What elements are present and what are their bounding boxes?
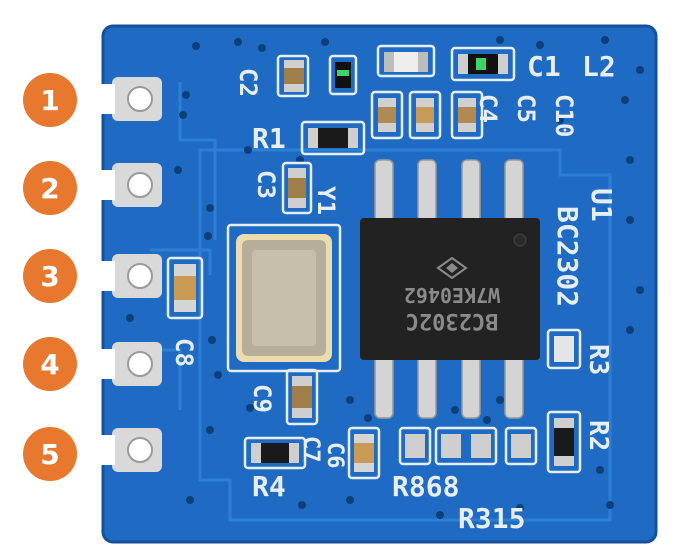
pin-badge-1: 1 <box>23 73 77 127</box>
label-c7: C7 <box>298 436 323 463</box>
edge-pin-2 <box>101 163 162 207</box>
pin-badge-4: 4 <box>23 337 77 391</box>
pin-badge-2: 2 <box>23 161 77 215</box>
label-c1: C1 <box>527 50 561 83</box>
label-r3: R3 <box>583 344 613 375</box>
label-l2: L2 <box>582 50 616 83</box>
edge-pins <box>101 77 162 472</box>
label-r2: R2 <box>583 420 613 451</box>
chip-marking-line1: BC2302C <box>406 308 499 333</box>
label-r315: R315 <box>458 502 525 535</box>
pin-badges: 1 2 3 4 5 <box>23 73 77 481</box>
chip-marking-line2: W7KE0462 <box>404 283 500 307</box>
edge-pin-5 <box>101 428 162 472</box>
chip-logo <box>436 256 468 280</box>
pin-badge-number: 2 <box>40 172 59 205</box>
silkscreen-labels: C2 C1 L2 R1 C4 C5 C10 C3 Y1 U1 BC2302 C8… <box>170 50 618 535</box>
silkscreen-outlines <box>166 44 582 480</box>
smd-components <box>174 52 574 472</box>
label-c5: C5 <box>512 94 540 123</box>
label-c9: C9 <box>248 384 276 413</box>
label-bc2302: BC2302 <box>551 206 584 307</box>
chip-legs <box>374 159 524 419</box>
label-c4: C4 <box>474 94 502 123</box>
label-r868: R868 <box>392 470 459 503</box>
label-c10: C10 <box>550 94 578 137</box>
label-r1: R1 <box>252 122 286 155</box>
label-y1: Y1 <box>312 186 340 215</box>
edge-pin-3 <box>101 254 162 298</box>
crystal-oscillator <box>236 234 332 362</box>
pin-badge-3: 3 <box>23 249 77 303</box>
edge-pin-1 <box>101 77 162 121</box>
label-c6: C6 <box>322 442 347 469</box>
pcb-trace <box>178 82 217 240</box>
pcb-trace <box>198 148 612 522</box>
label-c2: C2 <box>234 68 262 97</box>
label-c3: C3 <box>252 170 280 199</box>
label-c8: C8 <box>170 338 198 367</box>
pin-badge-number: 3 <box>40 260 59 293</box>
chip-ic: W7KE0462 BC2302C <box>360 218 540 360</box>
label-u1: U1 <box>585 188 618 222</box>
edge-pin-4 <box>101 342 162 386</box>
pin-badge-5: 5 <box>23 427 77 481</box>
label-r4: R4 <box>252 470 286 503</box>
pin-badge-number: 1 <box>40 84 59 117</box>
pcb-trace <box>150 248 212 275</box>
pin-badge-number: 5 <box>40 438 59 471</box>
pin-badge-number: 4 <box>40 348 59 381</box>
